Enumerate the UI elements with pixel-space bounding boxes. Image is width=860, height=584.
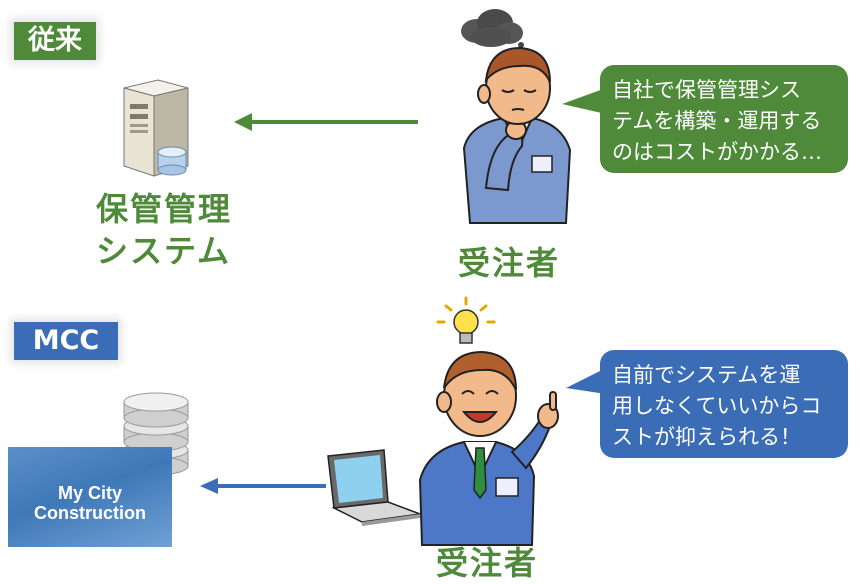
bubble-top-line2: テムを構築・運用する (612, 109, 822, 133)
logo-line2: Construction (34, 503, 146, 523)
arrow-to-system (234, 113, 418, 131)
storm-cloud-icon (461, 9, 524, 48)
speech-bubble-bottom: 自前でシステムを運 用しなくていいからコ ストが抑えられる！ (600, 350, 848, 458)
system-label: 保管管理 システム (96, 188, 232, 272)
laptop-icon (327, 449, 421, 526)
my-city-construction-logo: My City Construction (8, 447, 172, 547)
arrow-to-mcc (200, 478, 326, 494)
happy-worker-icon (418, 350, 559, 546)
bubble-top-line3: のはコストがかかる… (612, 140, 822, 164)
idea-bulb-icon (436, 296, 496, 344)
worried-worker-icon (462, 46, 572, 224)
top-person-label: 受注者 (458, 244, 561, 282)
tag-mcc: MCC (14, 322, 118, 360)
bubble-bottom-line3: ストが抑えられる！ (612, 425, 801, 449)
bubble-bottom-line1: 自前でシステムを運 (612, 363, 801, 387)
system-label-line1: 保管管理 (96, 190, 233, 228)
bubble-bottom-line2: 用しなくていいからコ (612, 394, 822, 418)
bottom-person-label: 受注者 (436, 544, 539, 582)
tag-conventional: 従来 (14, 22, 96, 60)
logo-line1: My City (57, 483, 122, 503)
bubble-tail-green (562, 88, 606, 114)
server-icon (123, 79, 189, 177)
speech-bubble-top: 自社で保管管理シス テムを構築・運用する のはコストがかかる… (600, 65, 848, 173)
bubble-tail-blue (566, 368, 606, 394)
bubble-top-line1: 自社で保管管理シス (612, 78, 801, 102)
system-label-line2: システム (96, 232, 232, 270)
